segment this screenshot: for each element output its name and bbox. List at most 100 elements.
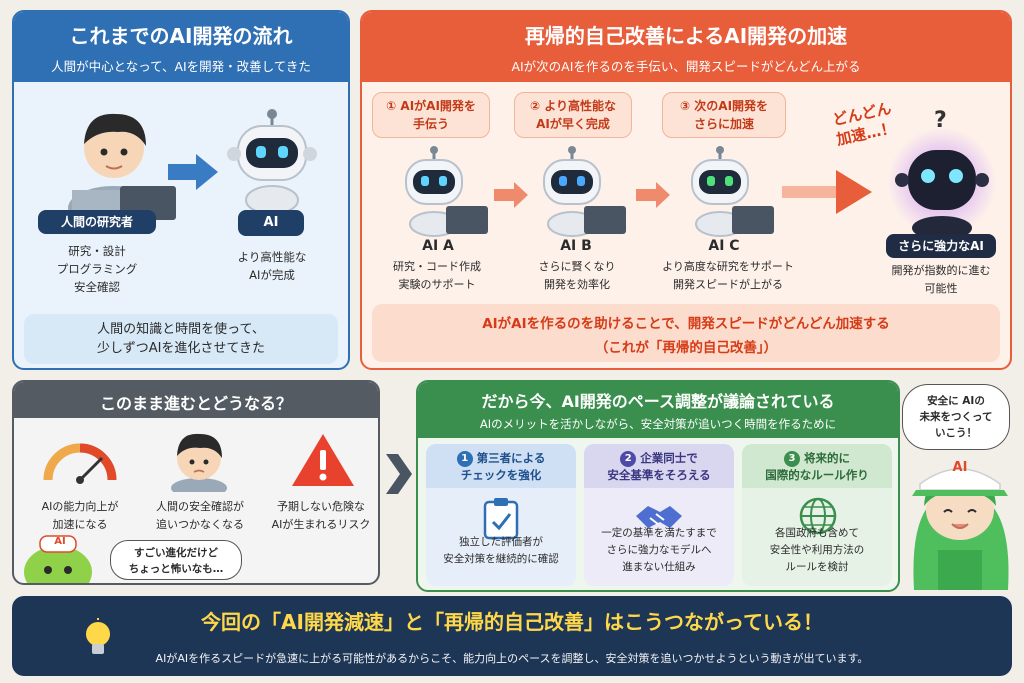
risk1-line1: AIの能力向上が — [41, 500, 119, 513]
measure-card-1-num: 1 — [456, 450, 473, 467]
powerful-ai-desc-2: 可能性 — [924, 282, 958, 295]
girl-character-icon — [912, 468, 1009, 590]
panel4-header: だから今、AI開発のペース調整が議論されている AIのメリットを活かしながら、安… — [418, 382, 898, 438]
measure-card-3-desc-3: ルールを検討 — [785, 561, 849, 573]
ai-desc-2: AIが完成 — [249, 268, 295, 282]
panel2-summary-box: AIがAIを作るのを助けることで、開発スピードがどんどん加速する （これが「再帰… — [372, 304, 1000, 362]
risk3-line2: AIが生まれるリスク — [271, 518, 371, 531]
measure-card-2-desc-1: 一定の基準を満たすまで — [601, 527, 717, 539]
panel1-header: これまでのAI開発の流れ 人間が中心となって、AIを開発・改善してきた — [14, 12, 348, 82]
panel-recursive-self-improvement: 再帰的自己改善によるAI開発の加速 AIが次のAIを作るのを手伝い、開発スピード… — [360, 10, 1012, 370]
ai-c-desc-1: より高度な研究をサポート — [662, 260, 794, 273]
panel-past-ai-development: これまでのAI開発の流れ 人間が中心となって、AIを開発・改善してきた 人間の研… — [12, 10, 350, 370]
panel2-summary-line2: （これが「再帰的自己改善」） — [594, 340, 778, 356]
handshake-icon — [636, 506, 682, 528]
measure-card-3-desc-1: 各国政府も含めて — [775, 527, 859, 539]
chevron-right-icon — [386, 454, 412, 494]
measure-card-3: 3 将来的に 国際的なルール作り 各国政府も含めて 安全性や利用方法の ルールを検… — [742, 444, 892, 586]
robot-c-icon — [691, 146, 774, 237]
girl-speech-line3: いこう！ — [935, 427, 977, 439]
speedometer-icon — [43, 443, 117, 484]
mascot-speech-line2: ちょっと怖いなも… — [128, 563, 224, 575]
step3-bubble: ③ 次のAI開発を さらに加速 — [662, 92, 786, 138]
arrow-right-icon — [168, 154, 218, 190]
robot-a-icon — [405, 146, 488, 237]
measure-card-3-title: 3 将来的に 国際的なルール作り — [742, 444, 892, 488]
banner-subtitle: AIがAIを作るスピードが急速に上がる可能性があるからこそ、能力向上のペースを調… — [155, 652, 869, 665]
question-mark: ? — [934, 108, 947, 133]
panel1-note-1: 人間の知識と時間を使って、 — [97, 322, 265, 337]
arrow-b-to-c-icon — [636, 182, 670, 208]
panel3-header: このまま進むとどうなる？ — [14, 382, 378, 418]
powerful-ai-label: さらに強力なAI — [886, 234, 996, 258]
girl-cap-label: AI — [952, 460, 968, 475]
powerful-ai-icon — [888, 128, 996, 240]
panel1-note-2: 少しずつAIを進化させてきた — [96, 341, 266, 356]
clipboard-check-icon — [483, 498, 519, 540]
mascot-speech: すごい進化だけど ちょっと怖いなも… — [110, 540, 242, 580]
mascot-speech-line1: すごい進化だけど — [134, 547, 218, 559]
lightbulb-icon — [86, 618, 110, 654]
measure-card-2-desc-3: 進まない仕組み — [622, 561, 696, 573]
panel1-title: これまでのAI開発の流れ — [69, 24, 293, 48]
bottom-banner: 今回の「AI開発減速」と「再帰的自己改善」はこうつながっている！ AIがAIを作… — [12, 596, 1012, 676]
step3-bubble-line1: ③ 次のAI開発を — [679, 99, 769, 113]
step1-bubble-line2: 手伝う — [412, 117, 449, 131]
worried-person-icon — [171, 433, 227, 492]
measure-card-2-num: 2 — [620, 450, 637, 467]
step2-bubble-line1: ② より高性能な — [529, 99, 617, 113]
panel3-title: このまま進むとどうなる？ — [99, 394, 292, 413]
step1-bubble-line1: ① AIがAI開発を — [386, 99, 476, 113]
measure-card-1-title-2: チェックを強化 — [460, 467, 542, 482]
big-accelerate-arrow-icon — [782, 170, 872, 214]
risk3-line1: 予期しない危険な — [277, 500, 365, 513]
panel2-title: 再帰的自己改善によるAI開発の加速 — [524, 24, 848, 48]
measure-card-1-desc-1: 独立した評価者が — [459, 536, 543, 548]
human-desc-2: プログラミング — [56, 262, 138, 276]
panel-what-happens: このまま進むとどうなる？ AIの能力向上が 加速になる 人間の安全確認が 追いつ… — [12, 380, 380, 585]
measure-card-1-desc-2: 安全対策を継続的に確認 — [443, 553, 559, 565]
measure-card-3-desc-2: 安全性や利用方法の — [769, 544, 865, 556]
risk2-line1: 人間の安全確認が — [156, 500, 244, 513]
robot-icon — [227, 109, 317, 212]
girl-speech: 安全に AIの 未来をつくって いこう！ — [902, 384, 1010, 450]
measure-card-2-desc-2: さらに強力なモデルへ — [606, 544, 712, 556]
banner-title: 今回の「AI開発減速」と「再帰的自己改善」はこうつながっている！ — [201, 610, 823, 634]
measure-card-2-title-1: 企業同士で — [640, 451, 698, 465]
measure-card-2-title-2: 安全基準をそろえる — [607, 467, 711, 482]
measure-card-1-title-1: 第三者による — [476, 451, 546, 465]
panel2-header: 再帰的自己改善によるAI開発の加速 AIが次のAIを作るのを手伝い、開発スピード… — [362, 12, 1010, 82]
robot-b-icon — [543, 146, 626, 237]
step1-bubble: ① AIがAI開発を 手伝う — [372, 92, 490, 138]
ai-c-desc-2: 開発スピードが上がる — [673, 278, 783, 291]
globe-icon — [799, 497, 837, 535]
ai-desc-1: より高性能な — [237, 250, 307, 264]
ai-b-desc-1: さらに賢くなり — [538, 260, 616, 273]
ai-c-name: AI C — [708, 238, 740, 254]
mascot-blob-icon — [24, 535, 92, 583]
panel2-subtitle: AIが次のAIを作るのを手伝い、開発スピードがどんどん上がる — [511, 59, 861, 74]
powerful-ai-desc-1: 開発が指数的に進む — [891, 264, 991, 277]
step2-bubble: ② より高性能な AIが早く完成 — [514, 92, 632, 138]
panel-pace-adjustment: だから今、AI開発のペース調整が議論されている AIのメリットを活かしながら、安… — [416, 380, 900, 592]
warning-icon — [292, 434, 354, 486]
measure-card-3-title-1: 将来的に — [804, 451, 850, 465]
ai-a-desc-2: 実験のサポート — [398, 278, 476, 291]
measure-card-3-num: 3 — [784, 450, 800, 467]
panel1-subtitle: 人間が中心となって、AIを開発・改善してきた — [51, 59, 311, 74]
human-desc-1: 研究・設計 — [68, 244, 126, 258]
risk2-line2: 追いつかなくなる — [156, 518, 244, 531]
arrow-a-to-b-icon — [494, 182, 528, 208]
panel4-title: だから今、AI開発のペース調整が議論されている — [481, 392, 835, 411]
measure-card-3-title-2: 国際的なルール作り — [765, 467, 869, 482]
ai-a-name: AI A — [422, 238, 454, 254]
girl-speech-line2: 未来をつくって — [919, 411, 993, 423]
panel4-subtitle: AIのメリットを活かしながら、安全対策が追いつく時間を作るために — [479, 417, 837, 431]
step3-bubble-line2: さらに加速 — [693, 117, 754, 131]
risk1-line2: 加速になる — [52, 518, 108, 531]
girl-speech-line1: 安全に AIの — [927, 395, 985, 407]
